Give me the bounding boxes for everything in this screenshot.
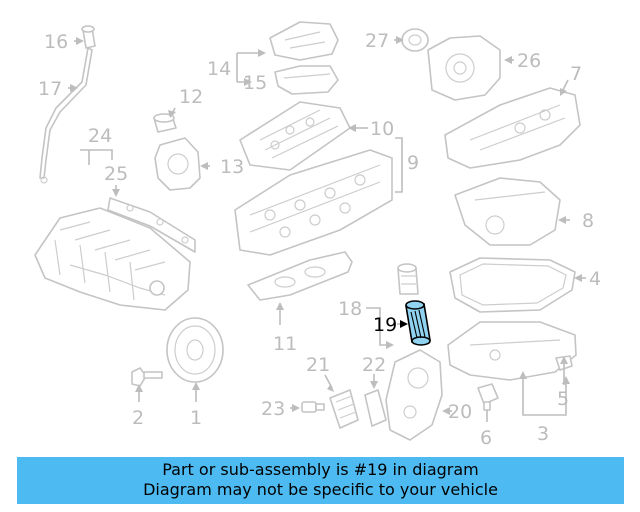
callout-9: 9	[407, 152, 419, 174]
callout-24: 24	[88, 125, 112, 147]
part-13-cover[interactable]	[154, 137, 201, 191]
part-24-intake-manifold[interactable]	[34, 207, 191, 311]
part-17-dipstick-tube[interactable]	[39, 47, 93, 184]
callout-8: 8	[582, 210, 594, 232]
part-16-dipstick-handle[interactable]	[81, 25, 96, 49]
callout-20: 20	[448, 401, 472, 423]
part-19-oil-filter[interactable]	[405, 300, 431, 346]
part-14-upper-cover[interactable]	[269, 21, 339, 61]
callout-11: 11	[273, 333, 297, 355]
callout-23: 23	[261, 398, 285, 420]
part-15-seal[interactable]	[274, 65, 339, 95]
exploded-parts-diagram: 16 17 24 25 14 15 12 13 10 9 11 27 26 7 …	[34, 21, 601, 449]
part-6-sensor[interactable]	[477, 383, 499, 411]
callout-15: 15	[243, 72, 267, 94]
callout-4: 4	[589, 268, 601, 290]
leader-lines	[68, 36, 586, 422]
callout-27: 27	[365, 30, 389, 52]
callout-14: 14	[207, 58, 231, 80]
callout-1: 1	[190, 407, 202, 429]
part-8-baffle[interactable]	[454, 177, 561, 246]
part-11-head-gasket[interactable]	[247, 251, 353, 301]
info-banner: Part or sub-assembly is #19 in diagram D…	[17, 457, 624, 504]
callout-2: 2	[132, 407, 144, 429]
callout-25: 25	[104, 163, 128, 185]
part-18-filter-cap[interactable]	[397, 263, 419, 295]
banner-line-part: Part or sub-assembly is #19 in diagram	[162, 460, 479, 479]
part-10-valve-cover[interactable]	[239, 101, 351, 171]
part-4-pan-gasket[interactable]	[449, 257, 576, 313]
callout-22: 22	[362, 354, 386, 376]
part-21-cooler[interactable]	[329, 389, 359, 429]
part-1-pulley[interactable]	[166, 317, 224, 383]
part-20-filter-housing[interactable]	[385, 349, 443, 441]
callout-6: 6	[480, 427, 492, 449]
part-23-bolt[interactable]	[301, 401, 325, 413]
callout-26: 26	[517, 50, 541, 72]
part-12-cap[interactable]	[153, 113, 177, 133]
part-2-bolt[interactable]	[131, 367, 163, 387]
callout-17: 17	[38, 78, 62, 100]
callout-19[interactable]: 19	[373, 314, 397, 336]
part-22-gasket[interactable]	[364, 389, 387, 427]
callout-5: 5	[557, 388, 569, 410]
part-25-manifold-gasket[interactable]	[107, 197, 196, 253]
part-3-oil-pan[interactable]	[447, 321, 577, 381]
part-27-gasket[interactable]	[401, 28, 429, 52]
callout-13: 13	[220, 156, 244, 178]
callout-21: 21	[306, 354, 330, 376]
part-26-pump[interactable]	[427, 35, 501, 101]
part-7-housing[interactable]	[444, 87, 581, 169]
callout-7: 7	[570, 63, 582, 85]
callout-12: 12	[179, 86, 203, 108]
callout-10: 10	[370, 118, 394, 140]
callout-3: 3	[537, 423, 549, 445]
callout-16: 16	[44, 31, 68, 53]
banner-line-disclaimer: Diagram may not be specific to your vehi…	[143, 480, 498, 499]
callout-labels: 16 17 24 25 14 15 12 13 10 9 11 27 26 7 …	[38, 30, 601, 449]
callout-18: 18	[338, 298, 362, 320]
part-9-cylinder-head[interactable]	[234, 149, 393, 256]
